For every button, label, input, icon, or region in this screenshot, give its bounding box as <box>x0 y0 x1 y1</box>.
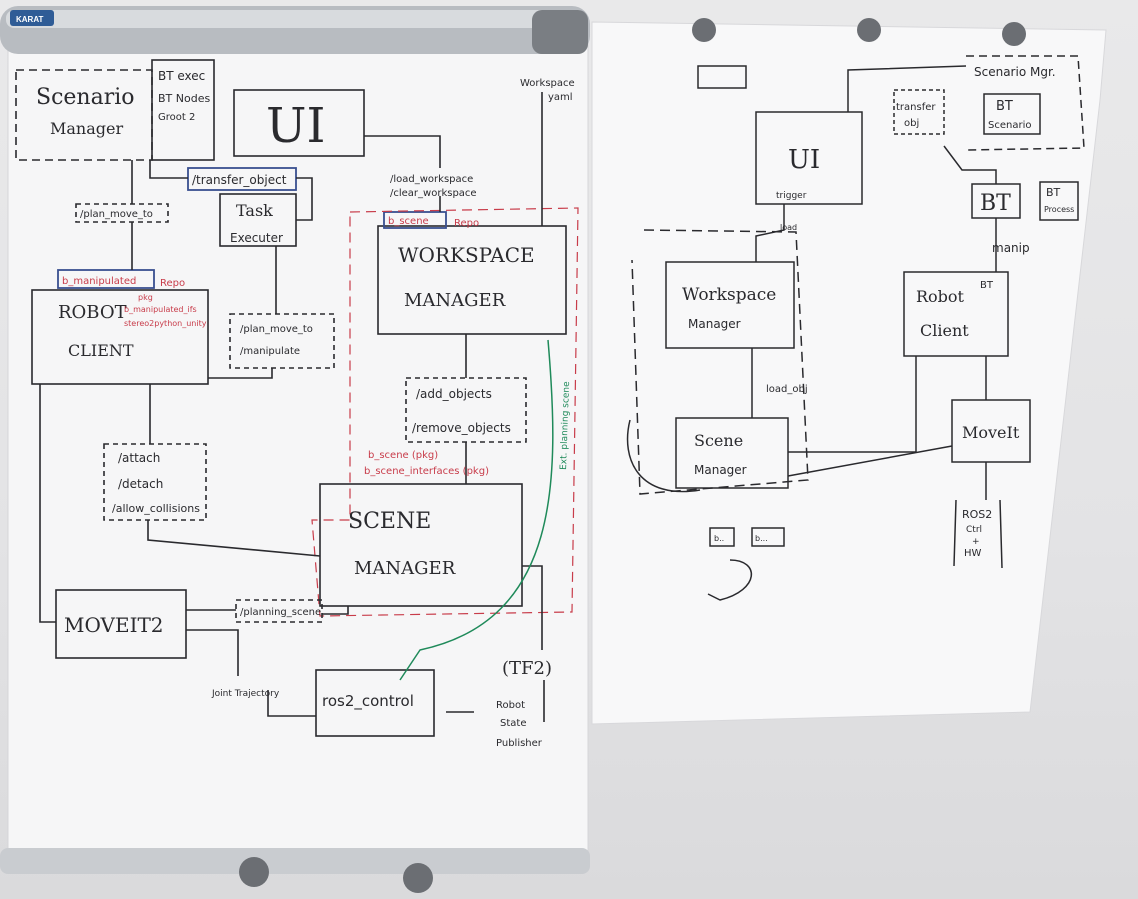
brand-text: KARAT <box>16 15 44 24</box>
moveit2-label: MOVEIT2 <box>64 613 164 637</box>
bt-exec-note: BT exec <box>158 69 205 83</box>
magnet <box>1002 22 1026 46</box>
manip-label: manip <box>992 241 1030 255</box>
plan-move-to-label-2: /plan_move_to <box>240 324 313 335</box>
magnet <box>403 863 433 893</box>
scene-manager-right: Scene <box>694 431 743 450</box>
robot-state-publisher-2: State <box>500 718 526 729</box>
robot-client-label-2: CLIENT <box>68 341 134 360</box>
ui-label: UI <box>266 98 325 154</box>
magnet <box>692 18 716 42</box>
robot-state-publisher-3: Publisher <box>496 738 543 749</box>
trigger-label: trigger <box>776 191 807 201</box>
workspace-manager-label: WORKSPACE <box>398 243 535 267</box>
ext-planning-scene-note: Ext. planning scene <box>559 381 572 470</box>
add-objects-label: /add_objects <box>416 387 492 401</box>
workspace-manager-label-2: MANAGER <box>404 290 506 311</box>
bt-scenario-label-2: Scenario <box>988 120 1031 131</box>
small-b2-label: b... <box>755 534 768 543</box>
transfer-object-label: /transfer_object <box>192 173 287 187</box>
bt-process-label: BT <box>1046 186 1061 199</box>
bottom-rail <box>0 848 590 874</box>
ros2-control-label: ros2_control <box>322 692 414 711</box>
load-label: load <box>780 223 797 232</box>
workspace-yaml-label-2: yaml <box>548 92 573 103</box>
task-executer-label-2: Executer <box>230 231 283 245</box>
workspace-manager-right-2: Manager <box>688 317 741 331</box>
load-workspace-label: /load_workspace <box>390 174 473 185</box>
allow-collisions-label: /allow_collisions <box>112 502 200 515</box>
attach-label: /attach <box>118 451 160 465</box>
b-scene-tag: b_scene <box>388 216 429 227</box>
scenario-manager-label: Scenario <box>36 85 135 110</box>
robot-state-publisher-1: Robot <box>496 700 525 711</box>
repo-tag: Repo <box>454 218 479 229</box>
pkg-note: pkg <box>138 293 153 302</box>
ros2-plus-label: + <box>972 537 980 547</box>
bt-process-label-2: Process <box>1044 205 1074 214</box>
stereo-note: stereo2python_unity <box>124 319 207 328</box>
remove-objects-label: /remove_objects <box>412 421 511 435</box>
bt-label: BT <box>980 191 1011 216</box>
detach-label: /detach <box>118 477 163 491</box>
planning-scene-label: /planning_scene <box>240 607 321 618</box>
tf2-label: (TF2) <box>502 658 552 679</box>
scene-manager-label-2: MANAGER <box>354 558 456 579</box>
scene-manager-label: SCENE <box>348 509 431 534</box>
transfer-obj-label-2: obj <box>904 118 919 129</box>
bt-nodes-note: BT Nodes <box>158 92 210 105</box>
joint-trajectory-label: Joint Trajectory <box>211 689 280 699</box>
plan-move-to-label: /plan_move_to <box>80 209 153 220</box>
small-b-label: b.. <box>714 534 724 543</box>
b-scene-pkg-note: b_scene (pkg) <box>368 450 438 461</box>
task-executer-label: Task <box>236 201 273 220</box>
bt-small-label: BT <box>980 280 994 291</box>
scene-manager-right-2: Manager <box>694 463 747 477</box>
ros2-label: ROS2 <box>962 508 992 521</box>
workspace-yaml-label: Workspace <box>520 78 575 89</box>
clear-workspace-label: /clear_workspace <box>390 188 477 199</box>
load-obj-label: load_obj <box>766 384 808 395</box>
b-scene-interfaces-note: b_scene_interfaces (pkg) <box>364 466 489 477</box>
repo-tag-robot: Repo <box>160 278 185 289</box>
manipulate-label: /manipulate <box>240 346 300 357</box>
scenario-manager-label-2: Manager <box>50 119 123 138</box>
transfer-obj-label: transfer <box>896 102 936 113</box>
ui-label-right: UI <box>788 145 820 175</box>
moveit-right: MoveIt <box>962 423 1020 442</box>
groot-note: Groot 2 <box>158 112 195 123</box>
robot-client-right: Robot <box>916 287 965 306</box>
brand-label <box>10 10 54 26</box>
magnet <box>857 18 881 42</box>
bt-scenario-label: BT <box>996 99 1013 114</box>
b-manipulated-tag: b_manipulated <box>62 276 136 287</box>
magnet <box>239 857 269 887</box>
ros2-ctrl-label: Ctrl <box>966 525 982 535</box>
robot-client-right-2: Client <box>920 321 969 340</box>
right-flipchart <box>591 18 1107 725</box>
robot-client-label: ROBOT <box>58 302 127 323</box>
scenario-mgr-label: Scenario Mgr. <box>974 65 1056 79</box>
b-manipulated-ifs-note: b_manipulated_ifs <box>124 305 197 314</box>
ros2-hw-label: HW <box>964 548 982 559</box>
workspace-manager-right: Workspace <box>682 285 776 305</box>
